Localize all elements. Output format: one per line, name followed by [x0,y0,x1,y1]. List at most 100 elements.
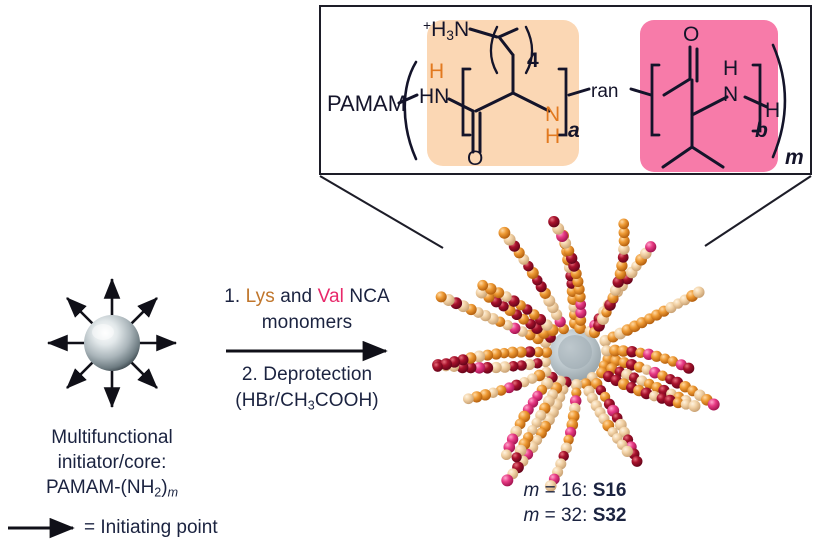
val-monomer-label: Val [317,286,344,307]
reagent-pre: (HBr/CH [235,390,308,411]
val-carbonyl-o-label: O [683,23,700,46]
pamam-label: PAMAM [327,91,407,116]
s32-name: S32 [592,505,627,526]
lys-subscript-a: a [568,119,580,142]
polymer-arm [599,286,705,347]
polymer-bead [540,356,551,368]
polymer-bead [571,387,582,398]
caption-line-1: Multifunctional [51,427,173,448]
polymer-bead [457,354,469,366]
polymer-bead [693,286,705,298]
polymer-bead [533,346,544,358]
monomers-word: monomers [261,312,353,333]
polymer-bead [435,291,447,303]
val-subscript-b: b [755,119,768,142]
polymer-bead [617,251,629,263]
product-label-s32: m = 32: S32 [524,503,627,528]
polymer-arm [501,371,558,461]
reagent-post: COOH) [314,390,379,411]
pamam-formula-pre: PAMAM-(NH [45,477,155,498]
polymer-bead [432,361,443,372]
polymer-bead [544,480,557,492]
lys-monomer-label: Lys [245,286,275,307]
polymer-bead [481,362,494,374]
product-label-s16: m = 16: S16 [524,478,627,503]
polymer-bead [506,346,519,359]
ran-label: ran [591,81,619,102]
polymer-bead [683,362,695,374]
polymer-bead [618,218,630,230]
pamam-formula-post: ) [161,477,168,498]
lys-ammonium-label: +H3N [423,17,470,44]
outer-subscript-m: m [785,146,804,169]
pamam-formula-sub: 2 [154,485,162,500]
polymer-bead [645,241,657,253]
polymer-bead [531,417,542,428]
condition-step-1-line2: monomers [262,312,353,334]
polymer-arm [432,346,553,372]
multifunctional-initiator-sphere [46,277,178,409]
polymer-bead [508,361,519,372]
polymer-bead [541,346,553,358]
polymer-bead [635,347,646,359]
polymer-bead [471,391,483,403]
polymer-bead [651,350,663,362]
polymer-bead [465,362,477,374]
polymer-bead [524,346,536,358]
polymer-bead [570,379,583,391]
polymer-bead [501,474,514,487]
polymer-bead [616,260,628,272]
polymer-arm [588,218,630,339]
polymer-bead [477,279,489,291]
polymer-arm [477,279,559,337]
s16-name: S16 [592,480,627,501]
step1-nca: NCA [349,286,390,307]
s32-m: m [523,505,540,526]
condition-step-1: 1. Lys and Val NCA [224,286,390,308]
copolymer-structure-inset: PAMAM +H3N H HN 4 O N H a ran O H N H b … [319,5,812,175]
val-amine-n-label: N [723,83,739,106]
reagent-sub: 3 [307,398,315,413]
polymer-bead [516,360,527,371]
polymer-bead [498,226,511,239]
pamam-formula-m: m [167,485,179,500]
lys-nh-n-label: N [545,103,561,126]
polymer-arm [602,353,720,411]
polymer-arm [463,366,552,405]
polymer-bead [617,345,630,357]
polymer-bead [479,389,492,401]
lys-amide-nh-label: HN [419,85,450,108]
polymer-bead [575,307,587,319]
polymer-bead [511,452,522,463]
lys-side-chain-count: 4 [527,49,539,72]
polymer-bead [707,398,720,411]
lys-nh-h-label: H [545,125,561,148]
polymer-bead [495,385,507,396]
step2-number: 2. [241,364,258,385]
polymer-arm [435,291,552,348]
polymer-bead [621,445,633,458]
lys-carbonyl-o-label: O [467,147,484,170]
polymer-bead [626,346,638,358]
initiating-point-text: = Initiating point [84,517,218,538]
polymer-bead [680,399,692,410]
polymer-arm [544,379,583,492]
polymer-arm [580,378,633,458]
polymer-bead [532,358,543,369]
polymer-bead [609,344,622,357]
polymer-bead [575,314,587,326]
polymer-bead [490,348,502,360]
polymer-bead [499,361,511,373]
polymer-bead [515,346,527,358]
polymer-bead [601,345,613,357]
structure-bonds-layer [397,25,787,169]
s32-mid: = 32: [539,505,593,526]
caption-line-3: PAMAM-(NH2)m [46,475,178,506]
step1-number: 1. [224,286,241,307]
condition-step-2: 2. Deprotection [242,364,372,386]
polymer-bead [440,358,452,371]
s16-m: m [523,480,540,501]
polymer-bead [490,361,502,374]
polymer-bead [688,400,701,413]
